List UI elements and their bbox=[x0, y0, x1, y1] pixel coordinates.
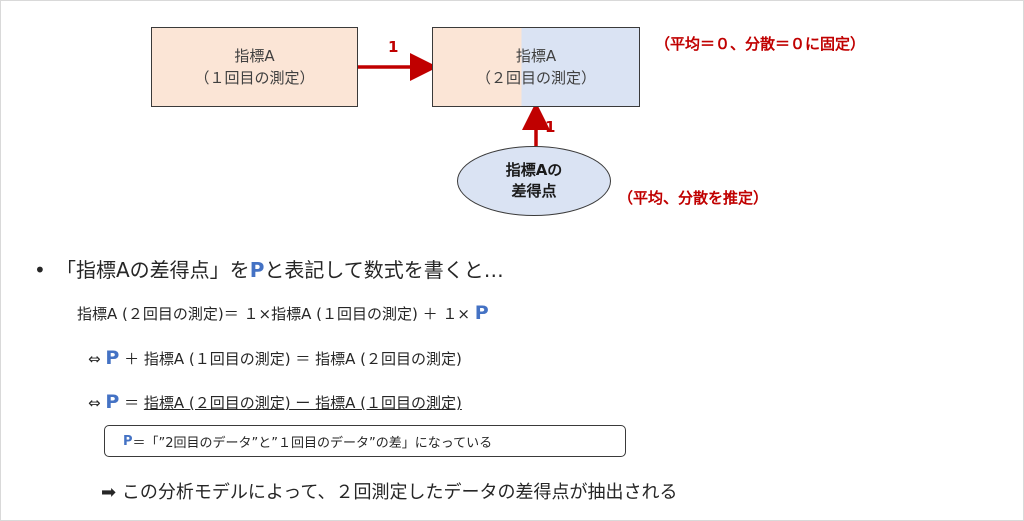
conclusion-line: ➡ この分析モデルによって、２回測定したデータの差得点が抽出される bbox=[101, 478, 678, 504]
pbox-rest: ＝「”2回目のデータ”と”１回目のデータ”の差」になっている bbox=[132, 435, 493, 451]
eq3-underlined: 指標A (２回目の測定) ー 指標A (１回目の測定) bbox=[143, 394, 462, 412]
box2-subtitle: （２回目の測定） bbox=[475, 69, 596, 87]
pbox-P: P bbox=[123, 433, 133, 449]
ellipse-difference-score: 指標Aの 差得点 bbox=[457, 146, 611, 216]
eq2-rest: ＋ 指標A (１回目の測定) ＝ 指標A (２回目の測定) bbox=[124, 350, 462, 368]
note-estimated-mean-variance: （平均、分散を推定） bbox=[618, 189, 769, 207]
box-first-measurement: 指標A （１回目の測定） bbox=[151, 27, 358, 107]
box1-subtitle: （１回目の測定） bbox=[194, 69, 315, 87]
ellipse-line1: 指標Aの bbox=[505, 161, 563, 179]
note-fixed-mean-variance: （平均＝０、分散＝０に固定） bbox=[655, 35, 866, 53]
bullet-pre: 「指標Aの差得点」を bbox=[56, 258, 250, 282]
eq2-P: P bbox=[105, 347, 120, 369]
bullet-symbol: • bbox=[34, 258, 46, 282]
equation-3: ⇔ P ＝ 指標A (２回目の測定) ー 指標A (１回目の測定) bbox=[88, 391, 462, 413]
equation-2: ⇔ P ＋ 指標A (１回目の測定) ＝ 指標A (２回目の測定) bbox=[88, 347, 462, 369]
conclusion-text: この分析モデルによって、２回測定したデータの差得点が抽出される bbox=[121, 482, 678, 503]
bullet-P: P bbox=[249, 258, 265, 282]
eq3-equiv-arrow: ⇔ bbox=[88, 394, 101, 412]
eq3-equals: ＝ bbox=[124, 394, 140, 412]
box-second-measurement: 指標A （２回目の測定） bbox=[432, 27, 640, 107]
equation-1: 指標A (２回目の測定)＝ １×指標A (１回目の測定) ＋ １× P bbox=[77, 302, 489, 324]
right-arrow-icon: ➡ bbox=[101, 482, 117, 503]
p-definition-box: P ＝「”2回目のデータ”と”１回目のデータ”の差」になっている bbox=[104, 425, 626, 457]
eq3-P: P bbox=[105, 391, 120, 413]
arrow1-label: 1 bbox=[388, 38, 399, 56]
ellipse-line2: 差得点 bbox=[511, 182, 557, 200]
bullet-post: と表記して数式を書くと… bbox=[264, 258, 504, 282]
eq1-P: P bbox=[474, 302, 489, 324]
eq2-equiv-arrow: ⇔ bbox=[88, 350, 101, 368]
box2-title: 指標A bbox=[515, 47, 557, 65]
eq1-left: 指標A (２回目の測定)＝ １×指標A (１回目の測定) ＋ １× bbox=[77, 305, 470, 323]
box1-title: 指標A bbox=[234, 47, 275, 65]
bullet-intro: • 「指標Aの差得点」をPと表記して数式を書くと… bbox=[34, 254, 504, 283]
arrow2-label: 1 bbox=[545, 118, 556, 136]
